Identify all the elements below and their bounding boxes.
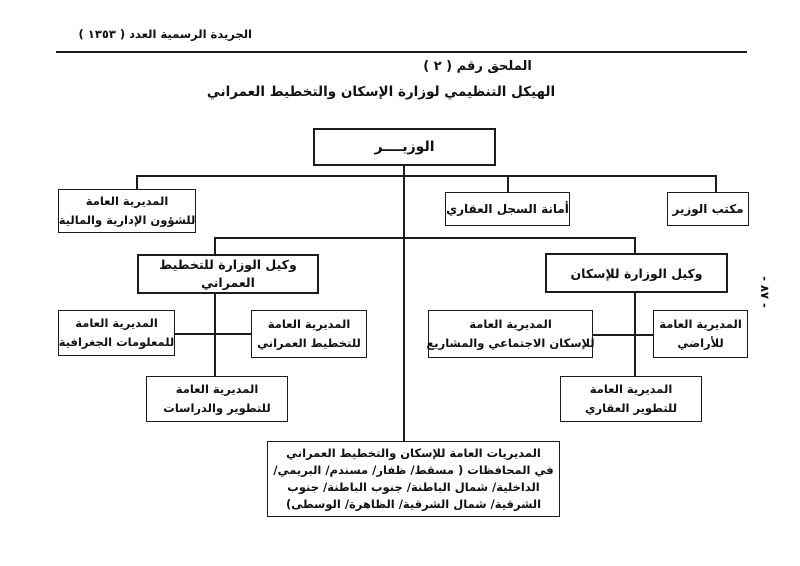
node-label: للتطوير والدراسات <box>163 401 271 415</box>
connector-branch1-horizontal <box>136 175 717 177</box>
node-urban-planning-directorate: المديرية العامة للتخطيط العمراني <box>251 310 367 358</box>
node-label: العمراني <box>201 275 255 290</box>
node-label: المديرية العامة <box>589 382 673 396</box>
node-label: المديرية العامة <box>75 316 158 330</box>
node-label: المديرية العامة <box>267 317 351 331</box>
connector-drop-deputy-housing <box>634 237 636 254</box>
node-label: في المحافظات ( مسقط/ ظفار/ مسندم/ البريم… <box>273 463 554 477</box>
node-label: للإسكان الاجتماعي والمشاريع <box>426 336 595 350</box>
node-label: أمانة السجل العقاري <box>446 201 569 216</box>
node-label: وكيل الوزارة للإسكان <box>570 265 703 281</box>
node-geographic-information-directorate: المديرية العامة للمعلومات الجغرافية <box>58 310 175 356</box>
node-minister: الوزيــــر <box>313 128 496 166</box>
node-label: للأراضي <box>677 336 724 350</box>
connector-axis-planning-branch <box>214 293 216 377</box>
node-label: للمعلومات الجغرافية <box>58 335 175 349</box>
node-real-estate-development-directorate: المديرية العامة للتطوير العقاري <box>560 376 702 422</box>
node-deputy-housing: وكيل الوزارة للإسكان <box>545 253 728 293</box>
connector-drop-deputy-planning <box>214 237 216 255</box>
node-label: وكيل الوزارة للتخطيط <box>159 257 297 272</box>
node-label: المديرية العامة <box>175 382 259 396</box>
node-label: للشؤون الإدارية والمالية <box>58 213 196 227</box>
connector-branch2-horizontal <box>214 237 636 239</box>
connector-drop-admin-finance <box>136 175 138 190</box>
node-development-studies-directorate: المديرية العامة للتطوير والدراسات <box>146 376 288 422</box>
node-label: الداخلية/ شمال الباطنة/ جنوب الباطنة/ جن… <box>287 480 540 494</box>
node-label: المديرية العامة <box>85 194 169 208</box>
gazette-header: الجريدة الرسمية العدد ( ١٣٥٣ ) <box>78 27 252 41</box>
header-rule <box>56 51 747 53</box>
connector-planning-directorates <box>175 333 252 335</box>
node-governorate-directorates: المديريات العامة للإسكان والتخطيط العمرا… <box>267 441 560 517</box>
node-lands-directorate: المديرية العامة للأراضي <box>653 310 748 358</box>
node-real-estate-registry: أمانة السجل العقاري <box>445 192 570 226</box>
connector-housing-directorates <box>593 334 654 336</box>
node-admin-finance-directorate: المديرية العامة للشؤون الإدارية والمالية <box>58 189 196 233</box>
node-deputy-urban-planning: وكيل الوزارة للتخطيط العمراني <box>137 254 319 294</box>
node-label: للتطوير العقاري <box>584 401 678 415</box>
connector-drop-registry <box>507 175 509 193</box>
node-minister-office: مكتب الوزير <box>667 192 749 226</box>
node-label: للتخطيط العمراني <box>257 336 361 350</box>
connector-drop-minister-office <box>715 175 717 193</box>
node-label: المديريات العامة للإسكان والتخطيط العمرا… <box>286 446 541 460</box>
node-label: مكتب الوزير <box>672 201 744 216</box>
appendix-title: الملحق رقم ( ٢ ) <box>423 59 532 74</box>
node-label: الوزيــــر <box>374 138 435 155</box>
chart-title: الهيكل التنظيمي لوزارة الإسكان والتخطيط … <box>206 84 556 100</box>
node-label: المديرية العامة <box>469 317 552 331</box>
node-social-housing-projects-directorate: المديرية العامة للإسكان الاجتماعي والمشا… <box>426 310 595 358</box>
node-label: المديرية العامة <box>659 317 742 331</box>
page-number: - ٨٧ - <box>758 276 772 308</box>
connector-center-vertical <box>403 166 405 441</box>
node-label: الشرقية/ شمال الشرقية/ الظاهرة/ الوسطى) <box>285 497 542 511</box>
